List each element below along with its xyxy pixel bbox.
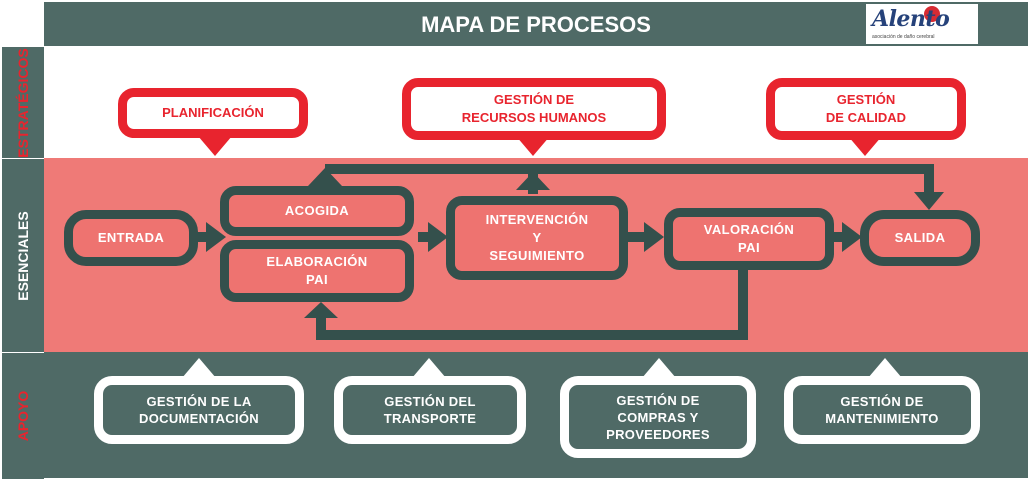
- arrow-elaboracion-up: [304, 302, 338, 318]
- pointer-calidad: [848, 136, 882, 156]
- label-intervencion: INTERVENCIÓN Y SEGUIMIENTO: [485, 212, 589, 263]
- label-mantenimiento: GESTIÓN DE MANTENIMIENTO: [825, 394, 939, 426]
- label-planificacion: PLANIFICACIÓN: [162, 105, 264, 120]
- arrow-valoracion-shaft: [622, 232, 648, 242]
- bottom-loop-drop: [738, 268, 748, 338]
- label-compras: GESTIÓN DE COMPRAS Y PROVEEDORES: [606, 392, 710, 442]
- arrow-salida-head: [842, 222, 862, 252]
- support-transporte: GESTIÓN DEL TRANSPORTE: [334, 376, 526, 444]
- label-salida: SALIDA: [894, 230, 946, 245]
- support-mantenimiento: GESTIÓN DE MANTENIMIENTO: [784, 376, 980, 444]
- support-compras: GESTIÓN DE COMPRAS Y PROVEEDORES: [560, 376, 756, 458]
- pointer-compras: [642, 358, 676, 378]
- process-salida: SALIDA: [860, 210, 980, 266]
- section-apoyo: APOYO: [2, 352, 44, 479]
- label-acogida: ACOGIDA: [284, 203, 350, 218]
- arrow-intervencion-shaft: [418, 232, 432, 242]
- label-recursos-humanos: GESTIÓN DE RECURSOS HUMANOS: [461, 92, 607, 125]
- arrow-intervencion-up: [516, 172, 550, 190]
- pointer-rrhh: [516, 136, 550, 156]
- pointer-documentacion: [182, 358, 216, 378]
- logo-tagline: asociación de daño cerebral: [872, 34, 935, 40]
- arrow-salida-shaft: [830, 232, 846, 242]
- process-elaboracion-pai: ELABORACIÓN PAI: [220, 240, 414, 302]
- top-loop-line: [325, 164, 934, 174]
- pointer-mantenimiento: [868, 358, 902, 378]
- process-valoracion-pai: VALORACIÓN PAI: [664, 208, 834, 270]
- label-valoracion-pai: VALORACIÓN PAI: [703, 222, 795, 255]
- arrow-entrada-shaft: [196, 232, 210, 242]
- arrow-acogida-up: [308, 168, 342, 186]
- bottom-loop-rise: [316, 316, 326, 336]
- process-entrada: ENTRADA: [64, 210, 198, 266]
- logo-swirl-icon: [924, 6, 940, 22]
- section-esenciales: ESENCIALES: [2, 158, 44, 353]
- callout-recursos-humanos: GESTIÓN DE RECURSOS HUMANOS: [402, 78, 666, 140]
- arrow-salida-down: [914, 192, 944, 210]
- alento-logo: Alento asociación de daño cerebral: [866, 4, 978, 44]
- pointer-planificacion: [198, 136, 232, 156]
- label-calidad: GESTIÓN DE CALIDAD: [825, 92, 907, 125]
- pointer-transporte: [412, 358, 446, 378]
- label-transporte: GESTIÓN DEL TRANSPORTE: [383, 394, 477, 426]
- page-title: MAPA DE PROCESOS: [421, 12, 651, 37]
- process-acogida: ACOGIDA: [220, 186, 414, 236]
- label-elaboracion-pai: ELABORACIÓN PAI: [266, 254, 368, 287]
- bottom-loop-line: [316, 330, 748, 340]
- logo-wordmark: Alento: [872, 6, 950, 32]
- header-bar: MAPA DE PROCESOS: [44, 2, 1028, 46]
- arrow-intervencion-head: [428, 222, 448, 252]
- label-documentacion: GESTIÓN DE LA DOCUMENTACIÓN: [139, 394, 259, 426]
- arrow-entrada-head: [206, 222, 226, 252]
- callout-calidad: GESTIÓN DE CALIDAD: [766, 78, 966, 140]
- support-documentacion: GESTIÓN DE LA DOCUMENTACIÓN: [94, 376, 304, 444]
- process-intervencion: INTERVENCIÓN Y SEGUIMIENTO: [446, 196, 628, 280]
- top-loop-drop: [924, 164, 934, 196]
- callout-planificacion: PLANIFICACIÓN: [118, 88, 308, 138]
- label-entrada: ENTRADA: [97, 230, 165, 245]
- section-estrategicos: ESTRATÉGICOS: [2, 46, 44, 159]
- arrow-valoracion-head: [644, 222, 664, 252]
